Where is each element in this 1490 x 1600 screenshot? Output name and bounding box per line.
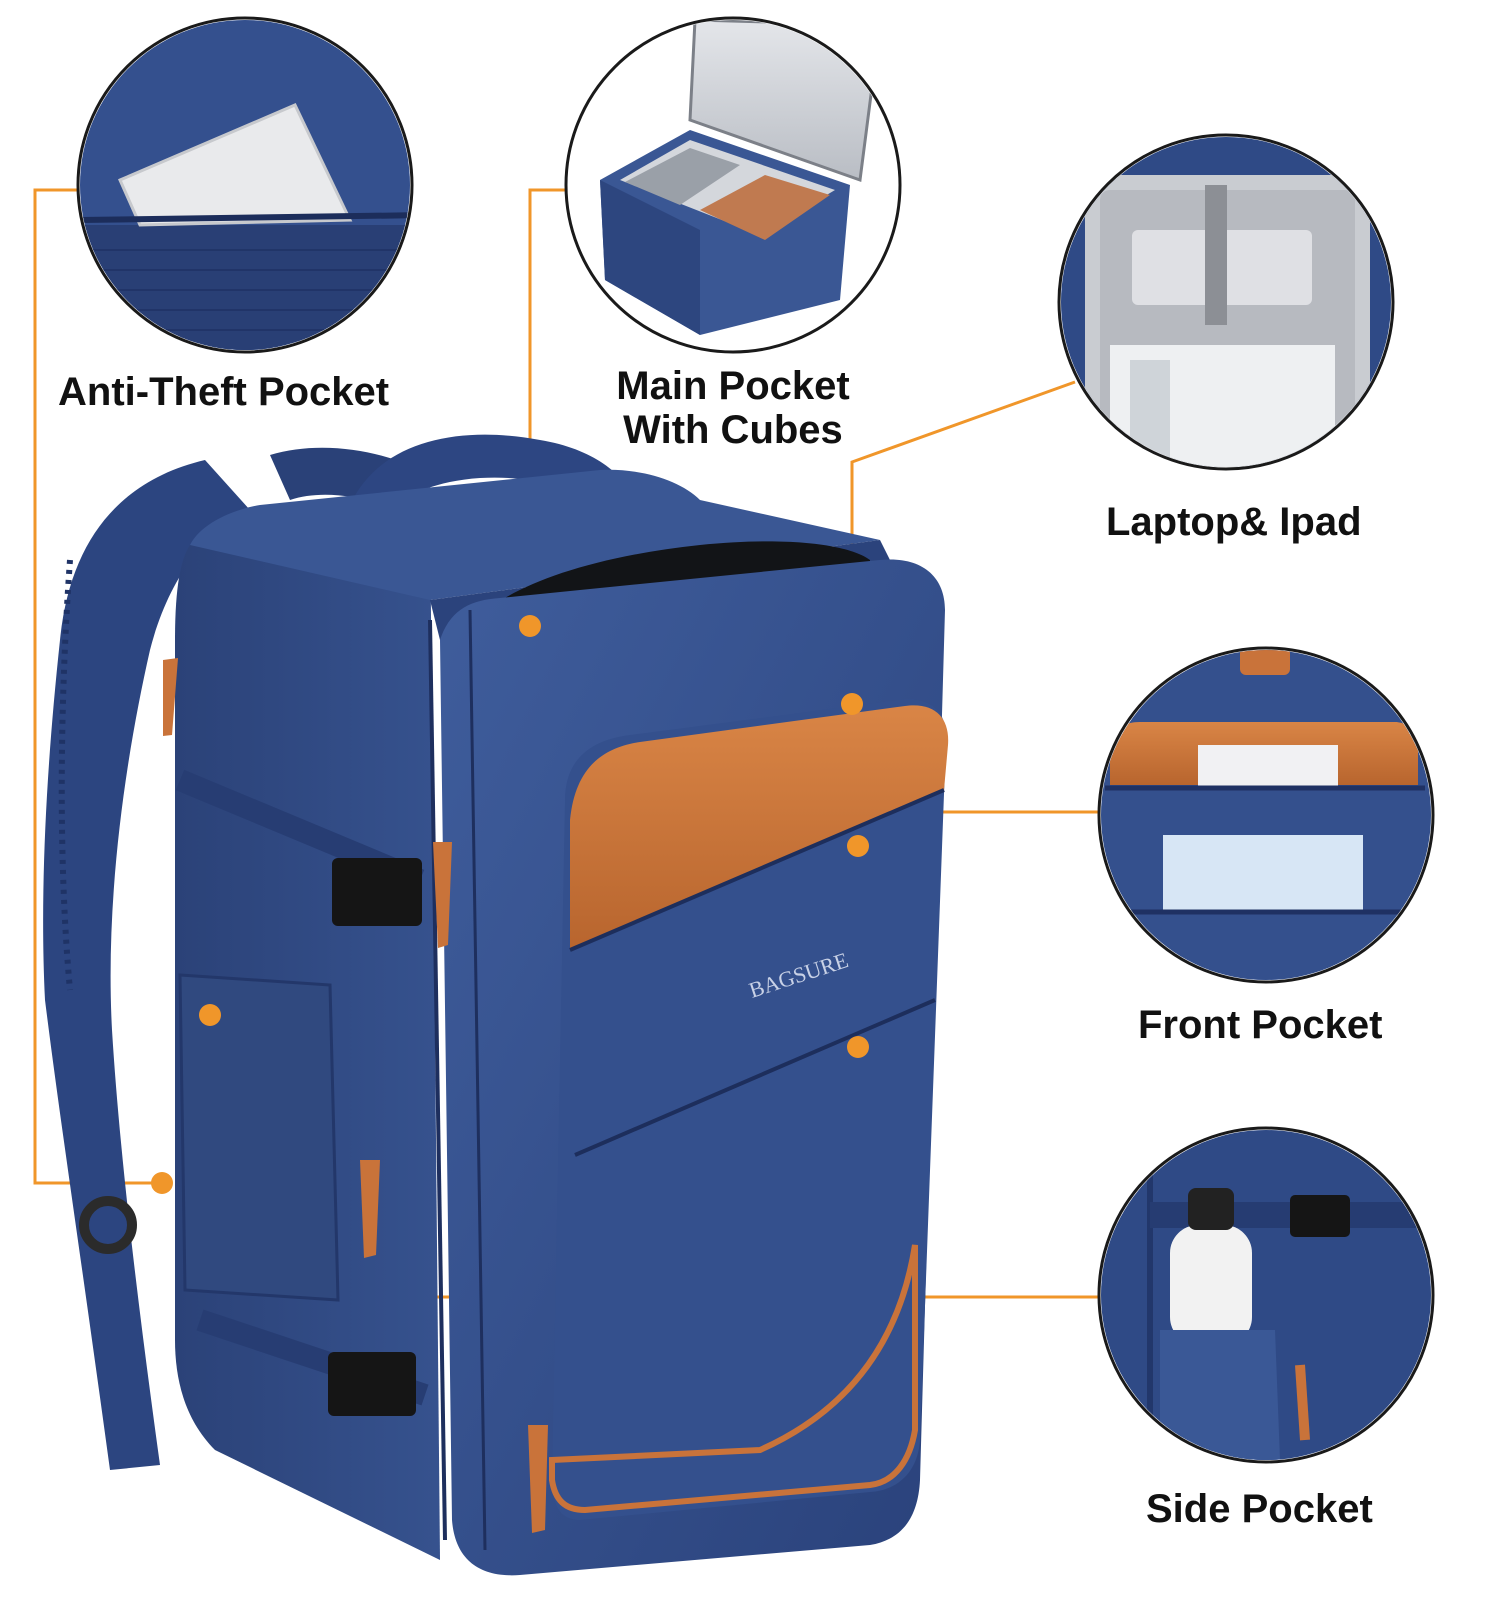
top-handle: [350, 434, 640, 525]
zipper-pull-2: [360, 1160, 380, 1258]
laptop-ipad-label: Laptop& Ipad: [1106, 500, 1362, 544]
side-mesh-pocket: [1160, 1330, 1280, 1460]
callout-dot-front-lower: [847, 1036, 869, 1058]
main-pocket-detail: [564, 16, 902, 354]
callout-dot-main: [519, 615, 541, 637]
strap-hook: [79, 1196, 137, 1254]
shoulder-strap-left: [43, 460, 250, 1470]
anti-theft-pocket-label: Anti-Theft Pocket: [58, 370, 390, 414]
anti-theft-pocket-detail: [76, 16, 414, 354]
callout-dot-anti-theft: [151, 1172, 173, 1194]
backpack-top-panel: [190, 469, 880, 600]
main-pocket-label-line2: With Cubes: [623, 408, 843, 452]
front-pocket-card: [1198, 745, 1338, 790]
leather-trim: [570, 705, 949, 950]
side-pocket-detail: [1097, 1126, 1435, 1464]
buckle-upper: [332, 858, 422, 926]
front-pocket-notebook: [1163, 835, 1363, 913]
buckle-lower: [328, 1352, 416, 1416]
front-pocket-detail: [1097, 646, 1435, 984]
packing-cube-2: [700, 175, 830, 240]
zipper-pull-4: [163, 658, 178, 736]
zipper-pull-1: [433, 842, 452, 948]
front-pocket-label: Front Pocket: [1138, 1003, 1383, 1047]
tablet: [118, 103, 353, 227]
front-zipper-lower: [574, 998, 936, 1157]
main-pocket-label-line1: Main Pocket: [616, 364, 850, 408]
bottom-leather-trim: [549, 1244, 918, 1514]
callout-dot-front-upper: [847, 835, 869, 857]
side-buckle: [1290, 1195, 1350, 1237]
callout-dot-laptop: [841, 693, 863, 715]
water-bottle: [1170, 1225, 1252, 1345]
main-pocket-label: Main Pocket With Cubes: [598, 364, 868, 452]
callout-dots: [151, 615, 869, 1194]
side-pocket-label: Side Pocket: [1146, 1487, 1373, 1531]
backpack: BAGSURE: [43, 434, 949, 1576]
laptop-ipad-detail: [1057, 133, 1395, 471]
side-water-pocket: [178, 973, 340, 1302]
callout-dot-side: [199, 1004, 221, 1026]
packing-cube-1: [625, 148, 740, 205]
zipper-pull-3: [528, 1425, 548, 1533]
